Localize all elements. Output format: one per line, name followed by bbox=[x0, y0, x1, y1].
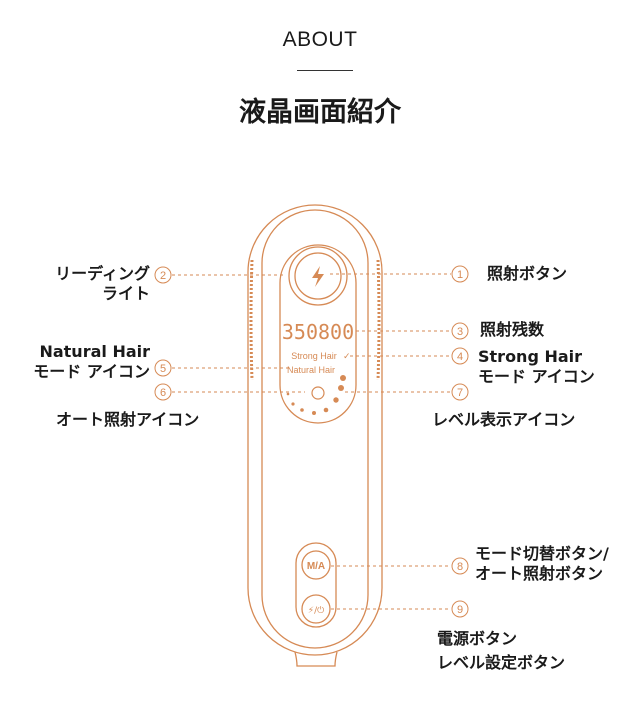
mode-button[interactable]: M/A bbox=[307, 561, 325, 572]
label-shots-remaining: 照射残数 bbox=[480, 320, 545, 339]
level-dot bbox=[291, 402, 295, 406]
svg-text:7: 7 bbox=[457, 387, 463, 399]
screen-panel bbox=[279, 244, 357, 424]
callout-9: 9 bbox=[451, 600, 469, 618]
callout-8: 8 bbox=[451, 557, 469, 575]
lightning-icon bbox=[312, 266, 324, 287]
label-auto-flash: オート照射アイコン bbox=[56, 410, 200, 429]
svg-text:2: 2 bbox=[160, 270, 166, 282]
flash-button-ring bbox=[288, 246, 348, 306]
leader-lines bbox=[172, 273, 451, 610]
auto-flash-icon bbox=[311, 386, 325, 400]
svg-text:6: 6 bbox=[160, 387, 166, 399]
level-dot bbox=[300, 408, 304, 412]
level-dot bbox=[338, 385, 344, 391]
level-dot bbox=[340, 375, 346, 381]
shot-counter: 350800 bbox=[282, 320, 354, 344]
page-title: 液晶画面紹介 bbox=[239, 97, 401, 128]
label-level-display: レベル表示アイコン bbox=[432, 410, 576, 429]
divider bbox=[297, 70, 353, 71]
callout-4: 4 bbox=[451, 347, 469, 365]
right-grip bbox=[376, 259, 381, 381]
level-dot bbox=[323, 407, 329, 413]
section-label: ABOUT bbox=[282, 28, 358, 51]
svg-text:1: 1 bbox=[457, 269, 463, 281]
flash-button bbox=[294, 252, 342, 300]
label-reading-light: リーディング ライト bbox=[55, 264, 150, 303]
natural-hair-mode-icon: Natural Hair bbox=[287, 365, 335, 375]
label-strong-hair: Strong Hair モード アイコン bbox=[478, 347, 595, 386]
device-body-outline bbox=[247, 204, 383, 656]
level-dot bbox=[286, 392, 290, 396]
label-mode-button: モード切替ボタン/ オート照射ボタン bbox=[475, 544, 609, 583]
level-dot bbox=[333, 397, 339, 403]
level-dot bbox=[312, 411, 316, 415]
svg-text:9: 9 bbox=[457, 604, 463, 616]
svg-text:8: 8 bbox=[457, 561, 463, 573]
power-button[interactable]: ⚡/⏻ bbox=[308, 605, 324, 616]
callout-7: 7 bbox=[451, 383, 469, 401]
left-grip bbox=[249, 259, 254, 381]
device-body-inner bbox=[261, 209, 369, 649]
svg-text:3: 3 bbox=[457, 326, 463, 338]
callout-6: 6 bbox=[154, 383, 172, 401]
power-button-circle bbox=[301, 594, 331, 624]
label-power-button: 電源ボタン レベル設定ボタン bbox=[437, 629, 566, 672]
device-foot bbox=[294, 651, 338, 667]
callout-5: 5 bbox=[154, 359, 172, 377]
callout-3: 3 bbox=[451, 322, 469, 340]
svg-text:4: 4 bbox=[457, 351, 463, 363]
level-indicator bbox=[286, 375, 346, 415]
label-natural-hair: Natural Hair モード アイコン bbox=[33, 342, 150, 381]
callout-1: 1 bbox=[451, 265, 469, 283]
strong-hair-mode-icon: Strong Hair bbox=[291, 351, 337, 361]
svg-text:5: 5 bbox=[160, 363, 166, 375]
label-flash-button: 照射ボタン bbox=[487, 264, 568, 283]
mode-button-circle bbox=[301, 550, 331, 580]
callout-2: 2 bbox=[154, 266, 172, 284]
check-icon: ✓ bbox=[343, 352, 351, 362]
button-panel bbox=[295, 542, 337, 628]
